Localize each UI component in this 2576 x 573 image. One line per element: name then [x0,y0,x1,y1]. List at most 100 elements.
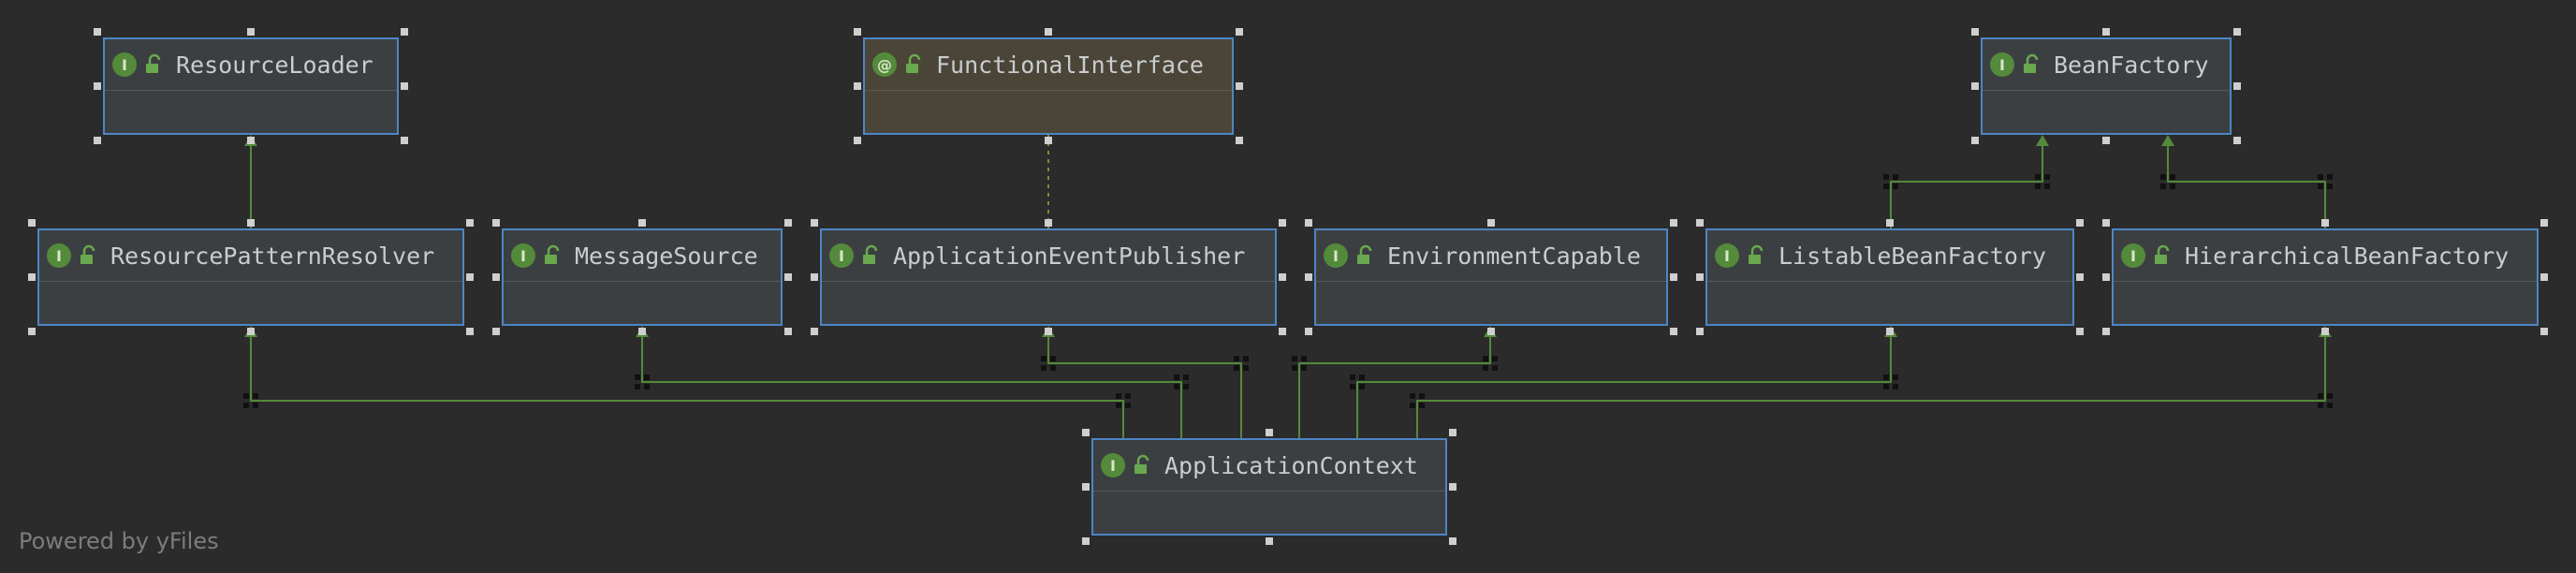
bend-handle[interactable] [2327,184,2333,189]
bend-handle[interactable] [2170,184,2175,189]
resize-handle[interactable] [1082,429,1090,436]
bend-handle[interactable] [2318,174,2323,180]
bend-handle[interactable] [1301,356,1307,361]
resize-handle[interactable] [1266,429,1273,436]
resize-handle[interactable] [1696,219,1704,227]
bend-handle[interactable] [1883,174,1889,180]
resize-handle[interactable] [1971,82,1979,90]
resize-handle[interactable] [1082,483,1090,491]
bend-handle[interactable] [1116,393,1121,399]
resize-handle[interactable] [2233,28,2241,36]
resize-handle[interactable] [247,28,255,36]
bend-handle[interactable] [1125,393,1131,399]
resize-handle[interactable] [1670,219,1677,227]
bend-handle[interactable] [243,403,249,408]
bend-handle[interactable] [1492,356,1498,361]
resize-handle[interactable] [2076,328,2084,335]
bend-handle[interactable] [2318,403,2323,408]
bend-handle[interactable] [1419,403,1425,408]
node-application-context[interactable]: I ApplicationContext [1091,438,1447,536]
resize-handle[interactable] [466,219,474,227]
resize-handle[interactable] [1266,537,1273,545]
bend-handle[interactable] [2327,174,2333,180]
resize-handle[interactable] [28,273,36,281]
resize-handle[interactable] [854,137,861,144]
node-application-event-publisher[interactable]: I ApplicationEventPublisher [820,228,1277,326]
bend-handle[interactable] [243,393,249,399]
resize-handle[interactable] [247,219,255,227]
bend-handle[interactable] [1125,403,1131,408]
resize-handle[interactable] [492,273,500,281]
resize-handle[interactable] [1279,273,1286,281]
bend-handle[interactable] [2160,174,2166,180]
resize-handle[interactable] [1449,429,1456,436]
resize-handle[interactable] [2233,82,2241,90]
bend-handle[interactable] [1410,403,1415,408]
bend-handle[interactable] [1301,365,1307,371]
resize-handle[interactable] [1045,219,1052,227]
resize-handle[interactable] [2321,328,2329,335]
selection-handles[interactable] [28,28,2548,545]
resize-handle[interactable] [466,273,474,281]
resize-handle[interactable] [401,28,408,36]
bend-handle[interactable] [2035,174,2041,180]
resize-handle[interactable] [811,328,818,335]
resize-handle[interactable] [2540,328,2548,335]
resize-handle[interactable] [1045,28,1052,36]
node-functional-interface[interactable]: @ FunctionalInterface [863,37,1234,135]
resize-handle[interactable] [1236,82,1243,90]
bend-handle[interactable] [635,375,640,380]
resize-handle[interactable] [2102,28,2110,36]
bend-handle[interactable] [1234,356,1239,361]
resize-handle[interactable] [1971,28,1979,36]
bend-handle[interactable] [1350,384,1355,389]
bend-handle[interactable] [2044,184,2050,189]
resize-handle[interactable] [811,219,818,227]
resize-handle[interactable] [2102,219,2110,227]
bend-handle[interactable] [2318,184,2323,189]
resize-handle[interactable] [1279,219,1286,227]
resize-handle[interactable] [1305,273,1312,281]
bend-handle[interactable] [1883,375,1889,380]
bend-handle[interactable] [1483,356,1488,361]
resize-handle[interactable] [94,82,101,90]
resize-handle[interactable] [28,219,36,227]
bend-handle[interactable] [253,403,258,408]
resize-handle[interactable] [1886,328,1894,335]
node-resource-loader[interactable]: I ResourceLoader [103,37,399,135]
resize-handle[interactable] [247,137,255,144]
bend-handle[interactable] [1292,356,1297,361]
resize-handle[interactable] [1886,219,1894,227]
resize-handle[interactable] [2233,137,2241,144]
resize-handle[interactable] [1971,137,1979,144]
resize-handle[interactable] [2102,273,2110,281]
resize-handle[interactable] [247,328,255,335]
bend-handle[interactable] [2327,393,2333,399]
resize-handle[interactable] [811,273,818,281]
bend-handle[interactable] [1410,393,1415,399]
resize-handle[interactable] [854,28,861,36]
bend-handle[interactable] [1234,365,1239,371]
resize-handle[interactable] [1236,28,1243,36]
bend-handle[interactable] [1883,384,1889,389]
bend-handle[interactable] [1350,375,1355,380]
resize-handle[interactable] [784,328,792,335]
bend-handle[interactable] [1893,174,1898,180]
resize-handle[interactable] [1279,328,1286,335]
resize-handle[interactable] [466,328,474,335]
resize-handle[interactable] [28,328,36,335]
resize-handle[interactable] [2540,219,2548,227]
bend-handle[interactable] [1116,403,1121,408]
resize-handle[interactable] [2102,137,2110,144]
resize-handle[interactable] [1487,219,1495,227]
resize-handle[interactable] [784,273,792,281]
resize-handle[interactable] [1487,328,1495,335]
node-resource-pattern-resolver[interactable]: I ResourcePatternResolver [37,228,464,326]
bend-handle[interactable] [1893,384,1898,389]
bend-handle[interactable] [2318,393,2323,399]
node-listable-bean-factory[interactable]: I ListableBeanFactory [1705,228,2074,326]
resize-handle[interactable] [2102,328,2110,335]
resize-handle[interactable] [1696,273,1704,281]
bend-handle[interactable] [1243,365,1249,371]
bend-handle[interactable] [1483,365,1488,371]
